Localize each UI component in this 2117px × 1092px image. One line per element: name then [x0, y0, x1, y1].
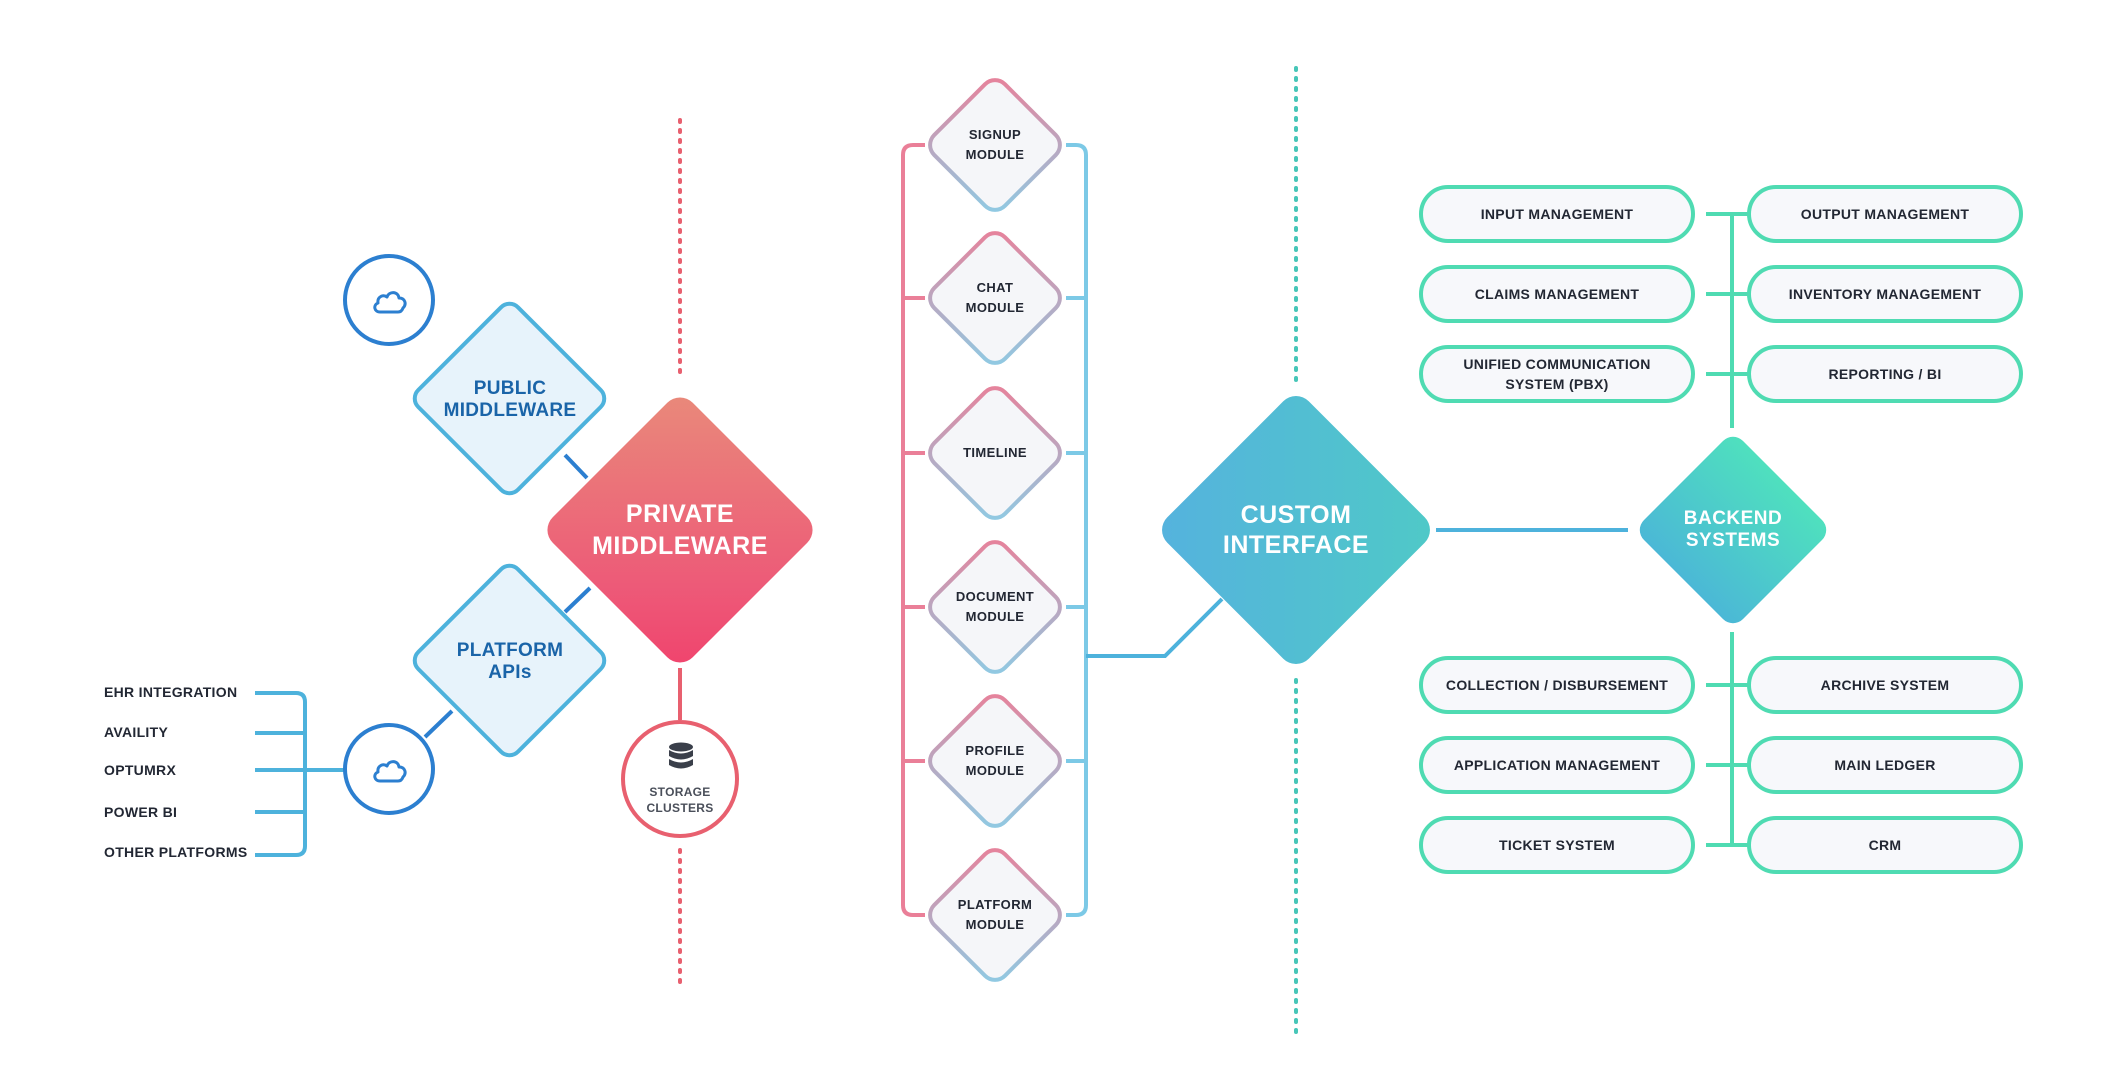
pill-collection-disbursement: COLLECTION / DISBURSEMENT [1419, 656, 1695, 714]
public-middleware-label: PUBLIC MIDDLEWARE [443, 378, 577, 421]
platform-other: OTHER PLATFORMS [104, 844, 248, 860]
platform-availity: AVAILITY [104, 724, 169, 740]
link-modules-custom [1086, 597, 1224, 658]
chat-module-label: CHAT MODULE [965, 280, 1025, 315]
cloud-circle-top [343, 254, 435, 346]
pill-ticket-system: TICKET SYSTEM [1419, 816, 1695, 874]
storage-clusters-label: STORAGE CLUSTERS [646, 785, 714, 815]
pill-application-management: APPLICATION MANAGEMENT [1419, 736, 1695, 794]
platform-ehr-integration: EHR INTEGRATION [104, 684, 238, 700]
private-middleware-label: PRIVATE MIDDLEWARE [592, 500, 768, 560]
link-public-private [563, 453, 589, 480]
cloud-icon [373, 291, 407, 314]
signup-module-label: SIGNUP MODULE [965, 127, 1025, 162]
profile-module-label: PROFILE MODULE [965, 743, 1025, 778]
storage-clusters-circle [621, 720, 739, 838]
cloud-icon [373, 760, 407, 783]
pill-inventory-management: INVENTORY MANAGEMENT [1747, 265, 2023, 323]
backend-top-tree [1706, 212, 1758, 428]
platform-module-label: PLATFORM MODULE [957, 897, 1033, 932]
backend-systems-label: BACKEND SYSTEMS [1683, 508, 1783, 551]
timeline-label: TIMELINE [963, 445, 1027, 460]
pill-main-ledger: MAIN LEDGER [1747, 736, 2023, 794]
database-icon [669, 742, 693, 769]
pill-crm: CRM [1747, 816, 2023, 874]
platform-power-bi: POWER BI [104, 804, 178, 820]
modules-right-bracket [1066, 143, 1088, 917]
link-platform-private [563, 586, 592, 614]
backend-bottom-tree [1706, 632, 1758, 847]
pill-output-management: OUTPUT MANAGEMENT [1747, 185, 2023, 243]
pill-unified-communication: UNIFIED COMMUNICATION SYSTEM (PBX) [1419, 345, 1695, 403]
pill-reporting-bi: REPORTING / BI [1747, 345, 2023, 403]
modules-left-bracket [901, 143, 925, 917]
link-platform-cloud [423, 709, 454, 739]
custom-interface-label: CUSTOM INTERFACE [1222, 501, 1370, 559]
pill-archive-system: ARCHIVE SYSTEM [1747, 656, 2023, 714]
document-module-label: DOCUMENT MODULE [955, 589, 1035, 624]
platform-apis-label: PLATFORM APIs [456, 640, 564, 683]
cloud-circle-bottom [343, 723, 435, 815]
pill-claims-management: CLAIMS MANAGEMENT [1419, 265, 1695, 323]
platform-optumrx: OPTUMRX [104, 762, 177, 778]
pill-input-management: INPUT MANAGEMENT [1419, 185, 1695, 243]
